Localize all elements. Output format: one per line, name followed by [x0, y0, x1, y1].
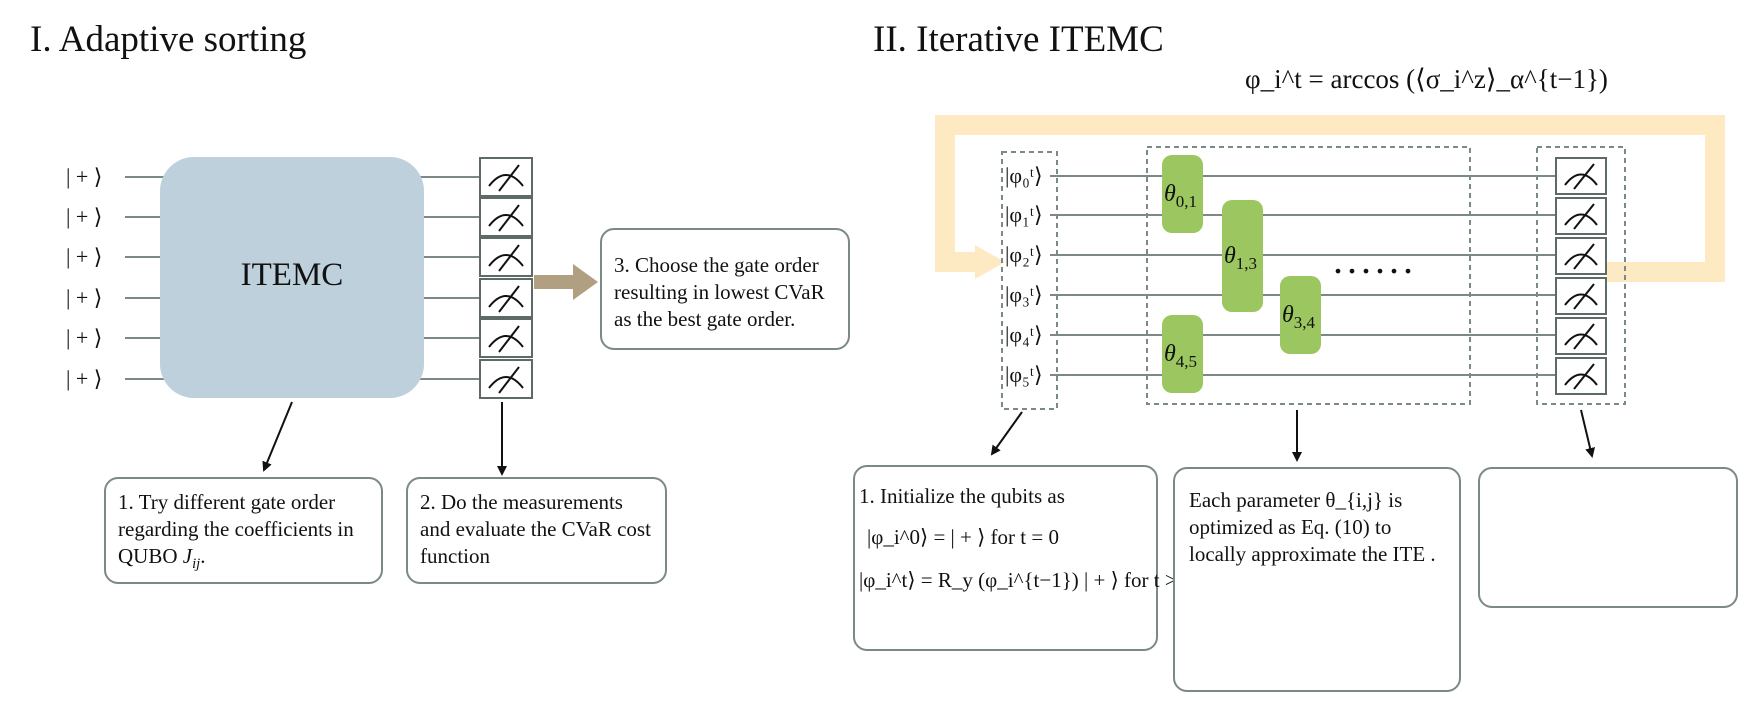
- qubit-label-3: |φ₃ᵗ⟩: [1005, 282, 1043, 307]
- feedback-formula: φ_i^t = arccos (⟨σ_i^z⟩_α^{t−1}): [1245, 64, 1608, 95]
- qubit-label-5: |φ₅ᵗ⟩: [1005, 362, 1043, 387]
- input-state-0: | + ⟩: [66, 164, 103, 189]
- measurement-left-0: [479, 157, 533, 197]
- measurement-left-2: [479, 237, 533, 277]
- measurement-right-1: [1555, 197, 1607, 235]
- itemc-block: [160, 157, 424, 398]
- measurement-right-4: [1555, 317, 1607, 355]
- left-step1-symbol-sub: ij: [192, 556, 201, 573]
- right-measurement-column: [1555, 157, 1607, 395]
- measurement-right-3: [1555, 277, 1607, 315]
- measurement-left-1: [479, 197, 533, 237]
- left-step3-text: 3. Choose the gate order resulting in lo…: [614, 253, 825, 331]
- input-state-1: | + ⟩: [66, 204, 103, 229]
- qubit-label-4: |φ₄ᵗ⟩: [1005, 322, 1043, 347]
- qubit-label-1: |φ₁ᵗ⟩: [1005, 202, 1043, 227]
- input-state-4: | + ⟩: [66, 325, 103, 350]
- right-step3-box: [1478, 467, 1738, 608]
- right-step1-eq2: |φ_i^t⟩ = R_y (φ_i^{t−1}) | + ⟩ for t > …: [859, 568, 1193, 592]
- circuit-ellipsis: ......: [1333, 237, 1417, 282]
- left-step3-box: 3. Choose the gate order resulting in lo…: [600, 228, 850, 350]
- left-step1-symbol: J: [182, 544, 193, 568]
- itemc-block-label: ITEMC: [240, 257, 344, 293]
- left-measurement-column: [479, 157, 533, 399]
- left-step1-box: 1. Try different gate order regarding th…: [104, 477, 383, 584]
- feedback-loop: [935, 115, 1725, 282]
- right-step1-title: 1. Initialize the qubits as: [859, 484, 1065, 508]
- right-step1-box: 1. Initialize the qubits as |φ_i^0⟩ = | …: [853, 465, 1193, 651]
- feedback-formula-text: φ_i^t = arccos (⟨σ_i^z⟩_α^{t−1}): [1245, 64, 1608, 94]
- gate-theta-3-4: [1280, 276, 1321, 354]
- left-panel-title: I. Adaptive sorting: [30, 19, 307, 60]
- gate-theta-0-1: [1162, 155, 1203, 233]
- measure-dashed-box: [1536, 146, 1626, 405]
- right-arrow-1: [990, 411, 1023, 456]
- measurement-right-5: [1555, 357, 1607, 395]
- right-step2-box: Each parameter θ_{i,j} is optimized as E…: [1173, 467, 1461, 692]
- measurement-right-0: [1555, 157, 1607, 195]
- left-step2-box: 2. Do the measurements and evaluate the …: [406, 477, 667, 584]
- qubit-label-2: |φ₂ᵗ⟩: [1005, 242, 1043, 267]
- measurement-left-4: [479, 318, 533, 358]
- gate-label-1-3: θ1,3: [1224, 243, 1258, 273]
- gate-theta-4-5: [1162, 315, 1203, 393]
- input-state-2: | + ⟩: [66, 244, 103, 269]
- measurement-left-5: [479, 359, 533, 399]
- right-arrow-3: [1580, 409, 1596, 458]
- gate-label-0-1: θ0,1: [1164, 181, 1198, 211]
- gate-label-4-5: θ4,5: [1164, 341, 1198, 371]
- right-step2-text2: Each parameter θ_{i,j} is optimized as E…: [1189, 488, 1436, 566]
- left-arrow-1: [262, 401, 293, 472]
- qubit-label-0: |φ₀ᵗ⟩: [1005, 163, 1043, 188]
- right-panel-title: II. Iterative ITEMC: [873, 19, 1164, 60]
- gate-label-3-4: θ3,4: [1282, 302, 1316, 332]
- right-step1-eq1: |φ_i^0⟩ = | + ⟩ for t = 0: [867, 525, 1059, 549]
- left-step1-text: 1. Try different gate order regarding th…: [118, 490, 354, 568]
- gate-theta-1-3: [1222, 200, 1263, 312]
- init-qubits-dashed-box: [1001, 151, 1058, 410]
- input-state-5: | + ⟩: [66, 366, 103, 391]
- measurement-right-2: [1555, 237, 1607, 275]
- measurement-left-3: [479, 278, 533, 318]
- left-thick-arrow: [534, 264, 598, 300]
- left-step2-text: 2. Do the measurements and evaluate the …: [420, 490, 651, 568]
- input-state-3: | + ⟩: [66, 285, 103, 310]
- gates-dashed-box: [1146, 146, 1471, 405]
